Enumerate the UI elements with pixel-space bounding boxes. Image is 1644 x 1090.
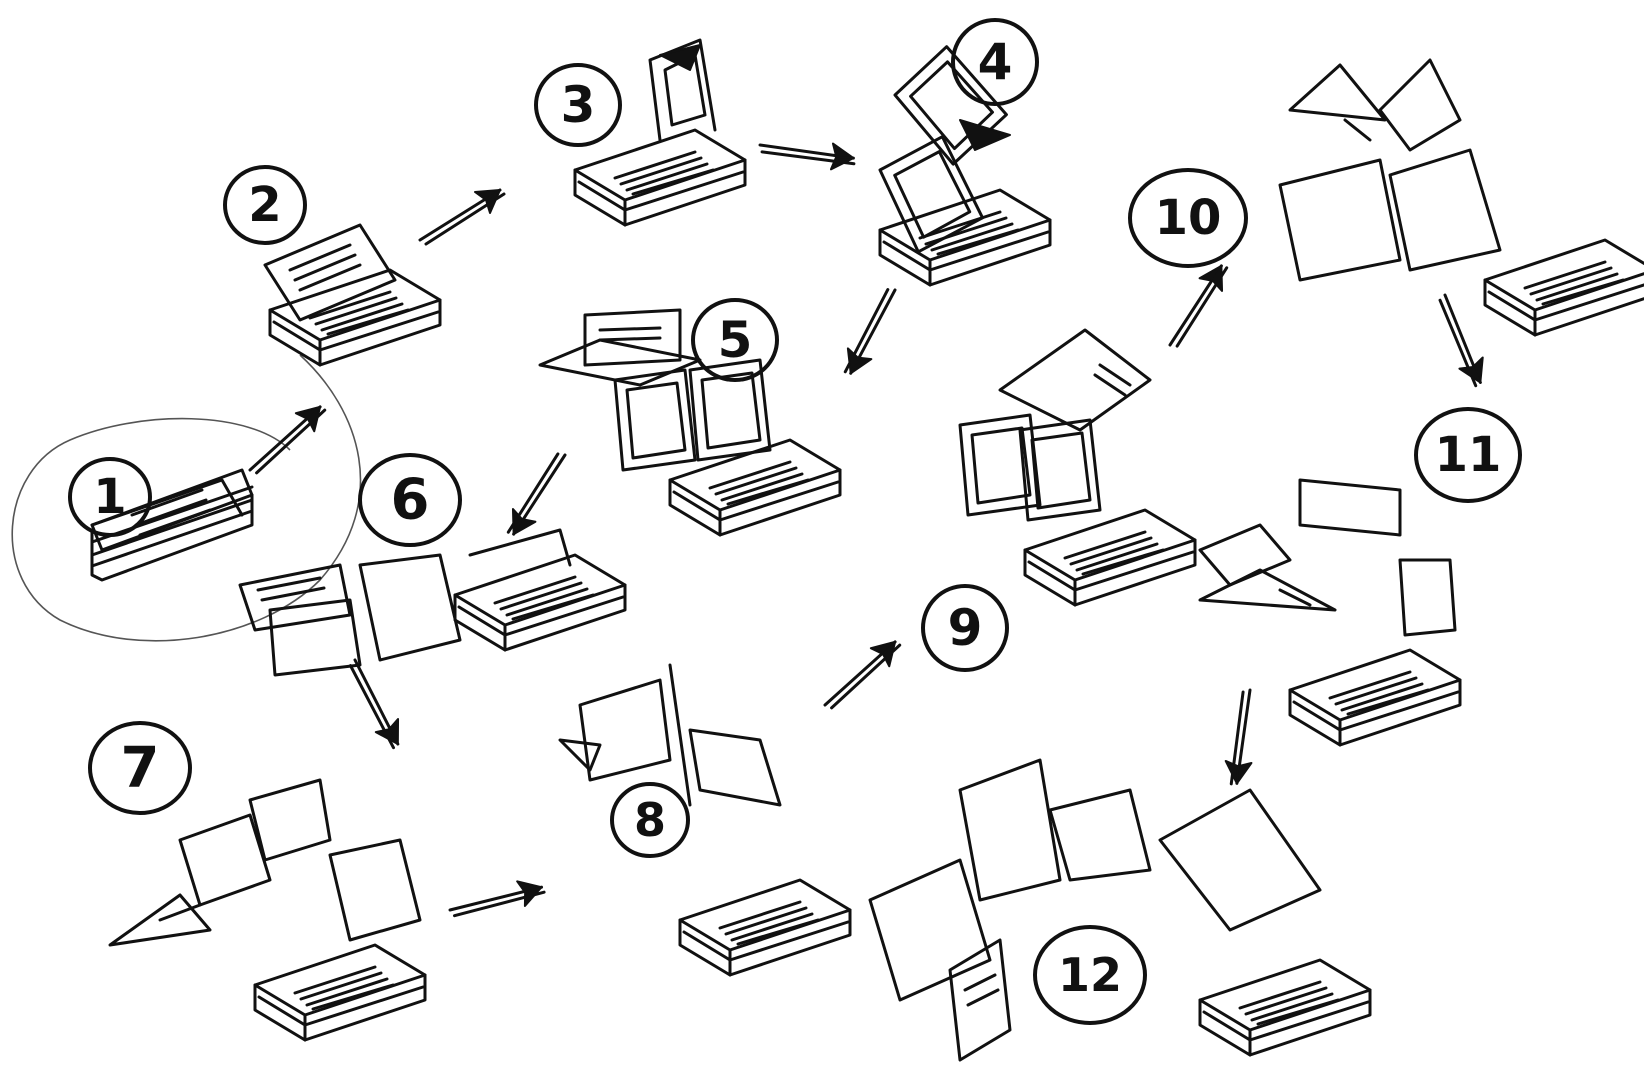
arrow-10-to-11: [1424, 292, 1496, 388]
step-2-box-open: [263, 223, 442, 367]
step-number: 3: [561, 76, 596, 134]
step-number: 6: [391, 468, 430, 533]
step-label-9: 9: [921, 584, 1009, 672]
arrow-7-to-8: [447, 860, 547, 942]
arrow-3-to-4: [755, 105, 858, 204]
step-label-11: 11: [1414, 407, 1522, 503]
arrow-2-to-3: [418, 188, 506, 246]
arrow-6-to-7: [342, 658, 407, 750]
step-number: 5: [718, 311, 753, 369]
step-10-spread-leaves: [1278, 58, 1644, 337]
step-4-box-two-leaves: [875, 39, 1052, 287]
step-11-partly-folded: [1198, 478, 1462, 747]
step-label-8: 8: [610, 782, 690, 858]
step-5-unfolding: [538, 308, 842, 537]
step-label-12: 12: [1033, 925, 1147, 1025]
guide-loop: [11, 354, 362, 642]
step-number: 8: [634, 793, 666, 847]
step-number: 2: [248, 177, 281, 233]
step-label-4: 4: [951, 18, 1039, 106]
step-number: 7: [121, 736, 160, 801]
step-number: 10: [1155, 190, 1222, 246]
step-label-7: 7: [88, 721, 192, 815]
arrow-9-to-10: [1147, 262, 1250, 351]
step-8-open-leaves: [558, 663, 852, 977]
step-7-arched-leaves: [108, 778, 427, 1042]
arrow-8-to-9: [814, 639, 910, 711]
arrow-11-to-12: [1191, 685, 1290, 788]
step-label-5: 5: [691, 298, 779, 382]
step-12-fully-spread: [868, 758, 1372, 1062]
step-9-standing-leaves: [958, 328, 1197, 607]
step-number: 4: [978, 33, 1013, 91]
step-6-flat-unfold: [238, 528, 627, 677]
step-number: 11: [1435, 427, 1502, 483]
step-number: 1: [93, 469, 126, 525]
arrow-1-to-2: [239, 404, 335, 476]
step-label-2: 2: [223, 165, 307, 245]
step-number: 9: [948, 599, 983, 657]
step-label-3: 3: [534, 63, 622, 147]
step-label-6: 6: [358, 453, 462, 547]
step-label-10: 10: [1128, 168, 1248, 268]
step-label-1: 1: [68, 457, 152, 537]
arrow-5-to-6: [485, 449, 588, 538]
step-number: 12: [1058, 948, 1122, 1002]
step-3-box-lid-up: [573, 38, 747, 227]
arrow-4-to-5: [818, 285, 922, 377]
